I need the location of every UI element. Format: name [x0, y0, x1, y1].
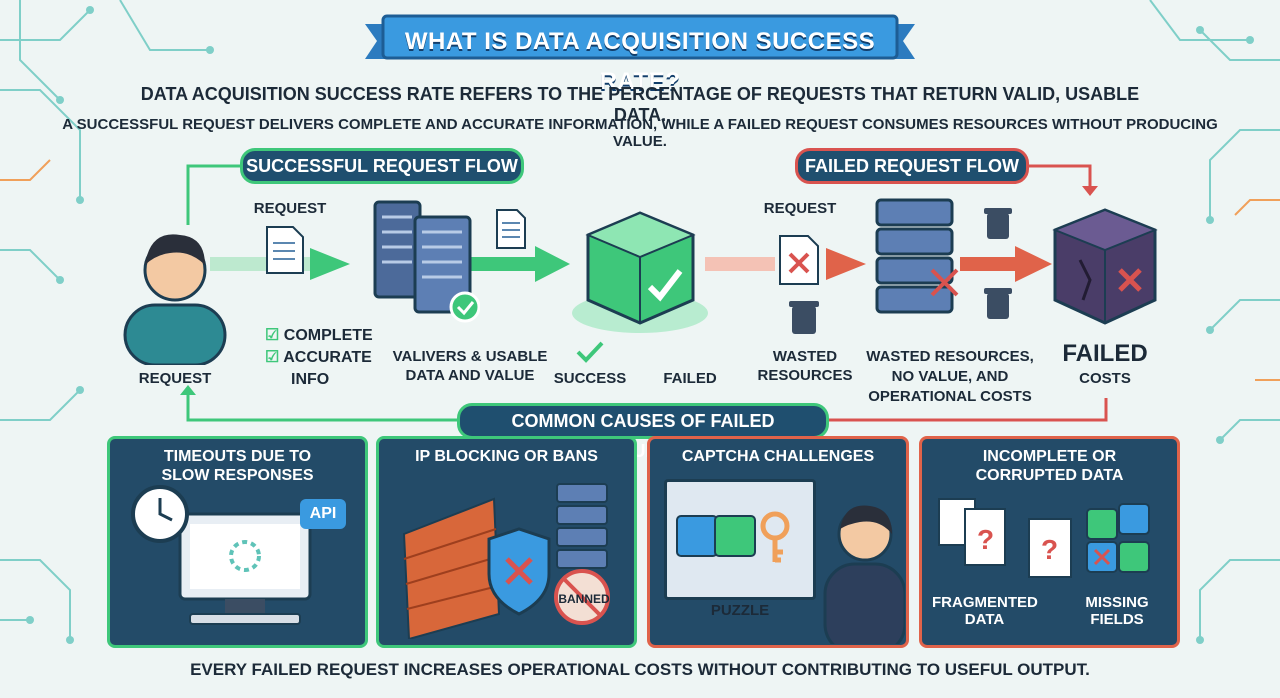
- check-icon: [576, 341, 604, 363]
- trash-icon: [984, 288, 1012, 319]
- success-cube-icon: [572, 211, 708, 333]
- checklist: ☑ COMPLETE ☑ ACCURATE INFO: [265, 325, 375, 391]
- check-icon: ☑: [265, 327, 280, 344]
- cause-card-ip-blocking: IP BLOCKING OR BANS BANNED: [376, 436, 637, 648]
- success-flow-label: SUCCESSFUL REQUEST FLOW: [240, 148, 524, 184]
- intro-line-1: DATA ACQUISITION SUCCESS RATE REFERS TO …: [140, 84, 1140, 125]
- svg-text:?: ?: [1041, 534, 1058, 565]
- svg-text:?: ?: [977, 524, 994, 555]
- fragmented-files-icon: ? ?: [938, 498, 1150, 578]
- person-label: REQUEST: [138, 370, 212, 387]
- firewall-icon: [402, 483, 610, 639]
- checklist-item: INFO: [291, 371, 330, 388]
- card-title: CAPTCHA CHALLENGES: [681, 448, 875, 465]
- cause-card-captcha: CAPTCHA CHALLENGES PUZZLE: [647, 436, 909, 648]
- server-icon: [373, 200, 480, 323]
- card-title: IP BLOCKING OR BANS: [415, 448, 598, 465]
- failed-request-label: REQUEST: [763, 200, 837, 217]
- trash-icon: [984, 208, 1012, 239]
- footer-note: EVERY FAILED REQUEST INCREASES OPERATION…: [190, 660, 1090, 679]
- captcha-window: PUZZLE: [664, 479, 816, 619]
- success-request-label: REQUEST: [253, 200, 327, 217]
- title-ribbon: [365, 14, 915, 60]
- checklist-item: ☑ ACCURATE: [265, 349, 372, 366]
- document-icon-small: [496, 209, 526, 249]
- puzzle-key-icon: [676, 511, 790, 563]
- checklist-item: ☑ COMPLETE: [265, 327, 373, 344]
- failed-big-label: FAILED: [1062, 340, 1148, 367]
- check-icon: ☑: [265, 349, 280, 366]
- failed-cube-icon: [1052, 208, 1158, 325]
- failed-document-icon: [779, 235, 819, 285]
- trash-icon: [789, 301, 819, 334]
- causes-label: COMMON CAUSES OF FAILED REQUESTS: [457, 403, 829, 461]
- page-title: WHAT IS DATA ACQUISITION SUCCESS RATE?: [404, 28, 876, 95]
- puzzle-label: PUZZLE: [710, 602, 770, 619]
- failed-flow-label: FAILED REQUEST FLOW: [795, 148, 1029, 184]
- banned-label: BANNED: [558, 592, 610, 606]
- costs-label: COSTS: [1079, 370, 1131, 387]
- failed-label: FAILED: [663, 370, 717, 387]
- computer-icon: [131, 485, 312, 625]
- person-thinking-icon: [823, 505, 905, 644]
- intro-line-2: A SUCCESSFUL REQUEST DELIVERS COMPLETE A…: [62, 116, 1218, 150]
- person-icon: [123, 234, 227, 365]
- document-icon: [266, 226, 304, 274]
- api-badge: API: [300, 499, 346, 529]
- success-label: SUCCESS: [553, 370, 627, 387]
- failed-server-icon: [875, 198, 959, 314]
